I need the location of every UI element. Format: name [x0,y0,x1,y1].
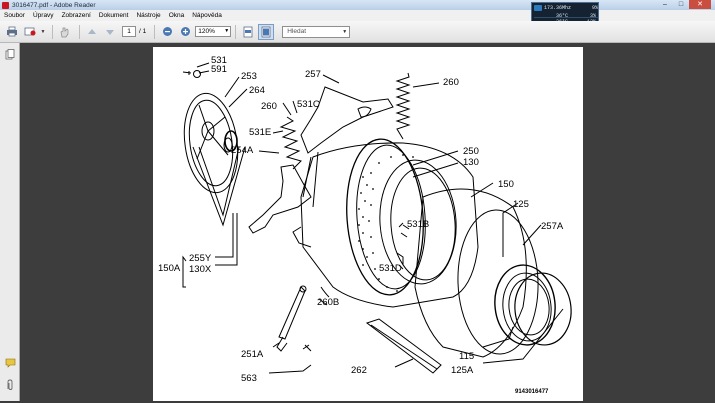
search-placeholder: Hledat [287,27,307,35]
close-button[interactable]: ✕ [689,0,711,9]
toolbar-separator [52,24,53,39]
part-label: 260B [317,297,339,308]
part-label: 591 [211,64,227,75]
part-label: 150 [498,179,514,190]
part-label: 255Y [189,253,212,264]
menu-help[interactable]: Nápověda [192,12,222,19]
navigation-pane [0,43,20,401]
pdf-page: 531 591 253 264 257 260 260 531C 531E 25… [153,47,583,401]
part-label: 264 [249,85,265,96]
part-label: 531 [211,55,227,66]
part-label: 253 [241,71,257,82]
menu-file[interactable]: Soubor [4,12,25,19]
exploded-view-drawing: 531 591 253 264 257 260 260 531C 531E 25… [158,55,572,395]
toolbar-separator [79,24,80,39]
email-icon[interactable] [22,24,38,40]
zoom-select[interactable]: 120% ▼ [195,26,232,37]
part-label: 260 [443,77,459,88]
core1-usage: 3% [589,13,596,19]
print-icon[interactable] [4,24,20,40]
part-label: 257A [541,221,564,232]
part-label: 260 [261,101,277,112]
menu-window[interactable]: Okna [168,12,185,19]
part-label: 130 [463,157,479,168]
zoom-in-icon[interactable] [177,24,193,40]
window-controls: – □ ✕ [657,0,711,10]
part-label: 125 [513,199,529,210]
part-label: 115 [459,351,474,362]
core1-row: 36°C 3% [534,13,598,19]
part-label: 150A [158,263,181,274]
attachment-icon[interactable] [4,379,16,391]
previous-page-icon[interactable] [84,24,100,40]
fit-page-icon[interactable] [258,23,275,40]
part-label: 130X [189,264,212,275]
hand-tool-icon[interactable] [57,24,73,40]
part-label: 563 [241,373,257,384]
maximize-button[interactable]: □ [678,1,684,8]
page-total: / 1 [139,28,147,35]
part-label: 531B [407,219,429,230]
adobe-reader-icon [2,1,9,9]
part-label: 531E [249,127,271,138]
menu-bar: Soubor Úpravy Zobrazení Dokument Nástroj… [0,10,715,21]
part-label: 251A [241,349,264,360]
chevron-down-icon: ▼ [342,28,348,35]
email-dropdown-icon[interactable]: ▼ [40,28,46,35]
document-area[interactable]: 531 591 253 264 257 260 260 531C 531E 25… [21,43,715,401]
part-label: 262 [351,365,367,376]
page-number-input[interactable]: 1 [122,26,136,37]
title-bar: 3016477.pdf - Adobe Reader [0,0,715,10]
search-input[interactable]: Hledat ▼ [282,25,351,38]
part-label: 250 [463,146,479,157]
toolbar-separator [235,24,237,39]
minimize-button[interactable]: – [663,1,667,8]
part-label: 125A [451,365,474,376]
menu-document[interactable]: Dokument [98,12,129,19]
cpu-chip-icon [534,5,542,11]
drawing-code: 9143016477 [515,389,549,395]
cpu-usage: 9% [591,5,598,11]
part-label: 531C [297,99,320,110]
menu-edit[interactable]: Úpravy [32,12,54,19]
next-page-icon[interactable] [102,24,118,40]
core1-temp: 36°C [556,13,569,19]
cpu-header: 173.36Mhz 9% [534,4,598,12]
chevron-down-icon: ▼ [224,28,230,34]
toolbar-separator [154,24,156,39]
menu-tools[interactable]: Nástroje [136,12,161,19]
pages-icon[interactable] [4,49,16,61]
cpu-frequency: 173.36Mhz [544,5,572,11]
part-label: 254A [231,145,254,156]
fit-width-icon[interactable] [240,24,256,40]
part-label: 531D [379,263,402,274]
comment-icon[interactable] [4,358,16,370]
toolbar: ▼ 1 / 1 120% ▼ Hledat ▼ [0,21,715,43]
part-label: 257 [305,69,321,80]
menu-view[interactable]: Zobrazení [61,12,91,19]
zoom-out-icon[interactable] [159,24,175,40]
window-title: 3016477.pdf - Adobe Reader [12,1,96,9]
zoom-value: 120% [198,28,215,35]
